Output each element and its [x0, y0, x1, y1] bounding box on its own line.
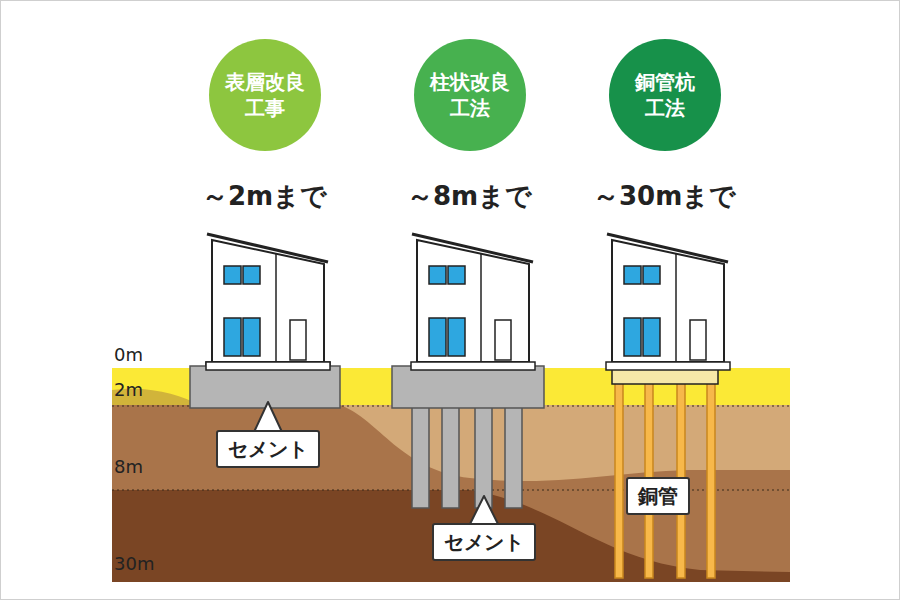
method-circle: 柱状改良 工法	[414, 39, 526, 151]
house	[412, 234, 533, 362]
callout-box: 銅管	[626, 477, 690, 515]
method-circle: 表層改良 工事	[209, 39, 321, 151]
depth-mark: 30m	[114, 553, 154, 574]
depth-mark: 0m	[114, 344, 143, 365]
soil-layer-light	[340, 405, 790, 481]
method-circle: 銅管杭 工法	[609, 39, 721, 151]
depth-mark: 2m	[114, 379, 143, 400]
callout-text: セメント	[228, 436, 308, 462]
callout-box: セメント	[432, 523, 536, 561]
cement-slab	[190, 366, 340, 408]
house-base	[206, 362, 330, 370]
depth-range: ～30mまで	[593, 179, 736, 214]
depth-range: ～8mまで	[407, 179, 532, 214]
callout-pointer	[254, 402, 282, 432]
steel-pipes	[615, 382, 715, 578]
callout-text: セメント	[444, 529, 524, 555]
method-name: 柱状改良 工法	[427, 69, 513, 121]
house-base	[606, 362, 730, 370]
cement-columns	[412, 400, 522, 508]
callout-text: 銅管	[638, 483, 678, 509]
depth-mark: 8m	[114, 456, 143, 477]
callout-pointer	[470, 496, 498, 524]
depth-range: ～2mまで	[202, 179, 327, 214]
method-name: 表層改良 工事	[222, 69, 308, 121]
cement-slab	[392, 366, 544, 408]
house-base	[411, 362, 535, 370]
method-name: 銅管杭 工法	[622, 69, 708, 121]
house	[607, 234, 728, 362]
callout-box: セメント	[216, 430, 320, 468]
house	[206, 234, 330, 370]
